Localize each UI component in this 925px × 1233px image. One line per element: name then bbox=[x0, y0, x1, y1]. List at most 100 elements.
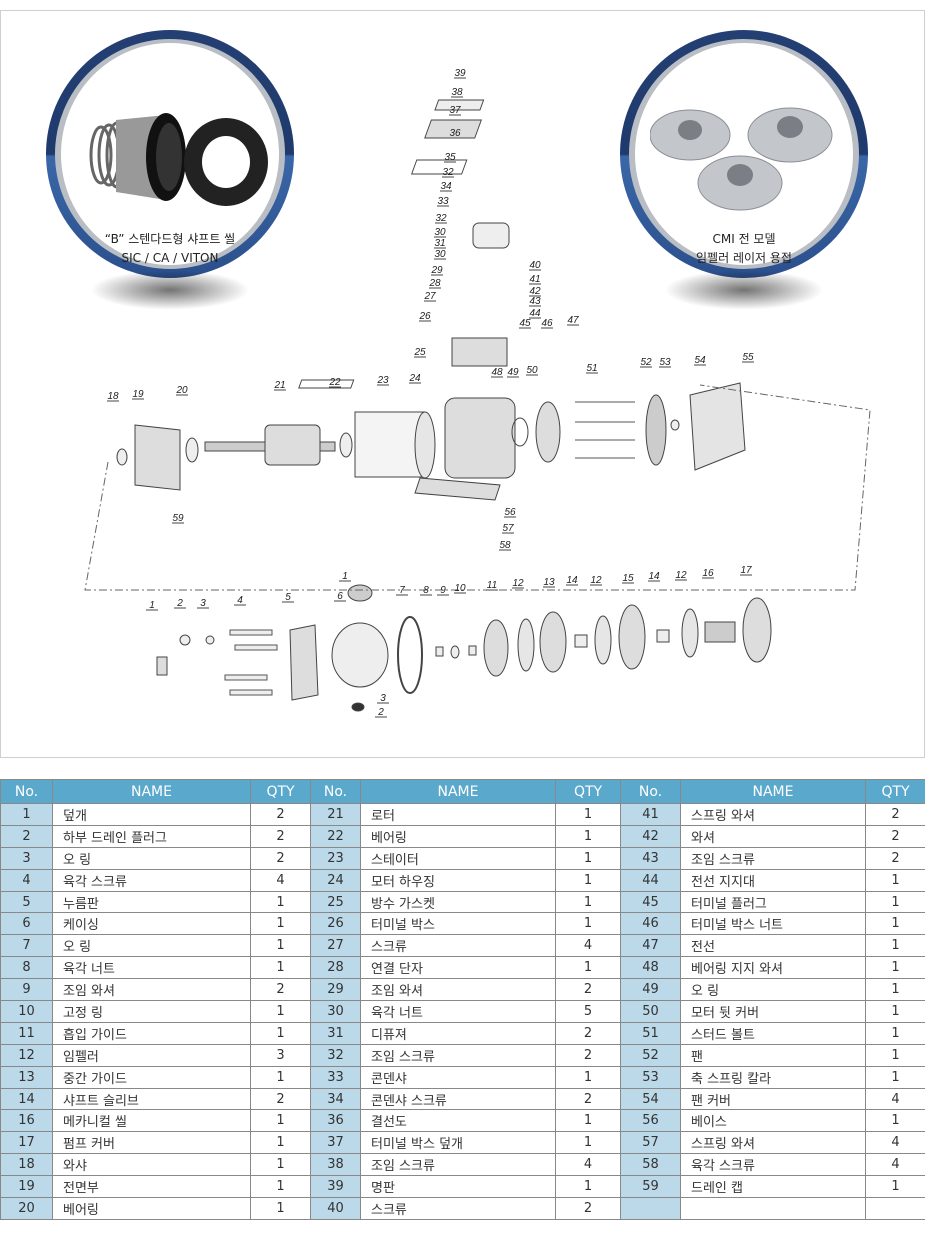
part-number: 5 bbox=[0, 890, 53, 914]
part-number: 17 bbox=[0, 1131, 53, 1155]
part-callout: 27 bbox=[423, 291, 436, 302]
part-number: 3 bbox=[0, 846, 53, 870]
part-name: 스터드 볼트 bbox=[680, 1021, 866, 1045]
part-number: 20 bbox=[0, 1197, 53, 1220]
part-callout: 56 bbox=[504, 507, 516, 518]
part-number: 56 bbox=[620, 1109, 681, 1133]
part-callout: 1 bbox=[342, 571, 348, 582]
part-qty: 1 bbox=[555, 1131, 621, 1155]
part-number: 41 bbox=[620, 803, 681, 826]
part-callout: 3 bbox=[380, 693, 386, 704]
part-qty: 1 bbox=[865, 1021, 925, 1045]
part-callout: 31 bbox=[434, 238, 445, 249]
part-qty: 1 bbox=[250, 1131, 311, 1155]
part-name: 조임 와셔 bbox=[52, 978, 251, 1002]
part-qty: 2 bbox=[555, 1197, 621, 1220]
part-number: 24 bbox=[310, 868, 361, 892]
part-number: 26 bbox=[310, 912, 361, 936]
part-callout: 35 bbox=[444, 152, 456, 163]
column-header-qty: QTY bbox=[555, 779, 621, 804]
part-name: 샤프트 슬리브 bbox=[52, 1087, 251, 1111]
part-qty: 1 bbox=[555, 912, 621, 936]
part-name: 콘덴샤 bbox=[360, 1065, 556, 1089]
part-qty: 1 bbox=[865, 1175, 925, 1199]
part-number: 6 bbox=[0, 912, 53, 936]
part-number: 37 bbox=[310, 1131, 361, 1155]
assembly-axis-line bbox=[84, 384, 871, 591]
part-callout: 29 bbox=[430, 265, 443, 276]
part-qty: 1 bbox=[865, 1043, 925, 1067]
part-qty: 1 bbox=[555, 1109, 621, 1133]
part-name: 펌프 커버 bbox=[52, 1131, 251, 1155]
part-qty: 2 bbox=[250, 978, 311, 1002]
part-qty: 1 bbox=[555, 846, 621, 870]
part-qty: 1 bbox=[250, 1000, 311, 1023]
part-callout: 43 bbox=[529, 296, 541, 307]
part-name: 조임 와셔 bbox=[360, 978, 556, 1002]
part-number: 8 bbox=[0, 956, 53, 980]
column-header-qty: QTY bbox=[250, 779, 311, 804]
part-callout: 37 bbox=[449, 105, 461, 116]
part-callout: 22 bbox=[328, 377, 341, 388]
part-qty: 1 bbox=[250, 1175, 311, 1199]
part-name: 케이싱 bbox=[52, 912, 251, 936]
part-qty: 1 bbox=[250, 912, 311, 936]
part-number: 21 bbox=[310, 803, 361, 826]
part-name: 스프링 와셔 bbox=[680, 1131, 866, 1155]
part-callout: 55 bbox=[742, 352, 754, 363]
part-name: 임펠러 bbox=[52, 1043, 251, 1067]
part-name: 스크류 bbox=[360, 934, 556, 958]
part-name: 디퓨져 bbox=[360, 1021, 556, 1045]
part-number: 25 bbox=[310, 890, 361, 914]
part-number: 49 bbox=[620, 978, 681, 1002]
shaft-seal-caption-2: SIC / CA / VITON bbox=[121, 251, 219, 265]
part-number: 14 bbox=[0, 1087, 53, 1111]
part-callout: 48 bbox=[491, 367, 503, 378]
column-header-no: No. bbox=[620, 779, 681, 804]
part-name: 축 스프링 칼라 bbox=[680, 1065, 866, 1089]
part-callout: 10 bbox=[454, 583, 466, 594]
part-qty: 1 bbox=[555, 1065, 621, 1089]
part-number: 33 bbox=[310, 1065, 361, 1089]
part-callout: 11 bbox=[487, 580, 497, 591]
part-name: 드레인 캡 bbox=[680, 1175, 866, 1199]
part-callout: 6 bbox=[337, 591, 343, 602]
part-name: 육각 너트 bbox=[360, 1000, 556, 1023]
part-callout: 20 bbox=[175, 385, 188, 396]
part-callout: 54 bbox=[694, 355, 706, 366]
part-name: 터미널 박스 너트 bbox=[680, 912, 866, 936]
part-number: 31 bbox=[310, 1021, 361, 1045]
part-name: 로터 bbox=[360, 803, 556, 826]
column-header-qty: QTY bbox=[865, 779, 925, 804]
part-qty: 4 bbox=[250, 868, 311, 892]
part-callout: 58 bbox=[499, 540, 511, 551]
part-qty: 2 bbox=[250, 803, 311, 826]
part-name: 스크류 bbox=[360, 1197, 556, 1220]
part-name: 모터 하우징 bbox=[360, 868, 556, 892]
part-qty: 1 bbox=[865, 956, 925, 980]
column-header-no: No. bbox=[0, 779, 53, 804]
part-name: 덮개 bbox=[52, 803, 251, 826]
part-callout: 28 bbox=[428, 278, 441, 289]
part-qty: 1 bbox=[865, 1065, 925, 1089]
part-qty: 2 bbox=[555, 978, 621, 1002]
part-name: 명판 bbox=[360, 1175, 556, 1199]
part-qty: 2 bbox=[865, 803, 925, 826]
part-qty: 3 bbox=[250, 1043, 311, 1067]
part-number: 52 bbox=[620, 1043, 681, 1067]
part-callout: 52 bbox=[640, 357, 652, 368]
column-header-no: No. bbox=[310, 779, 361, 804]
part-number: 58 bbox=[620, 1153, 681, 1177]
part-callout: 46 bbox=[541, 318, 553, 329]
shaft-seal-caption-1: “B” 스텐다드형 샤프트 씰 bbox=[104, 232, 236, 246]
part-callout: 7 bbox=[399, 585, 405, 596]
part-qty: 4 bbox=[865, 1087, 925, 1111]
part-name: 조임 스크류 bbox=[360, 1153, 556, 1177]
